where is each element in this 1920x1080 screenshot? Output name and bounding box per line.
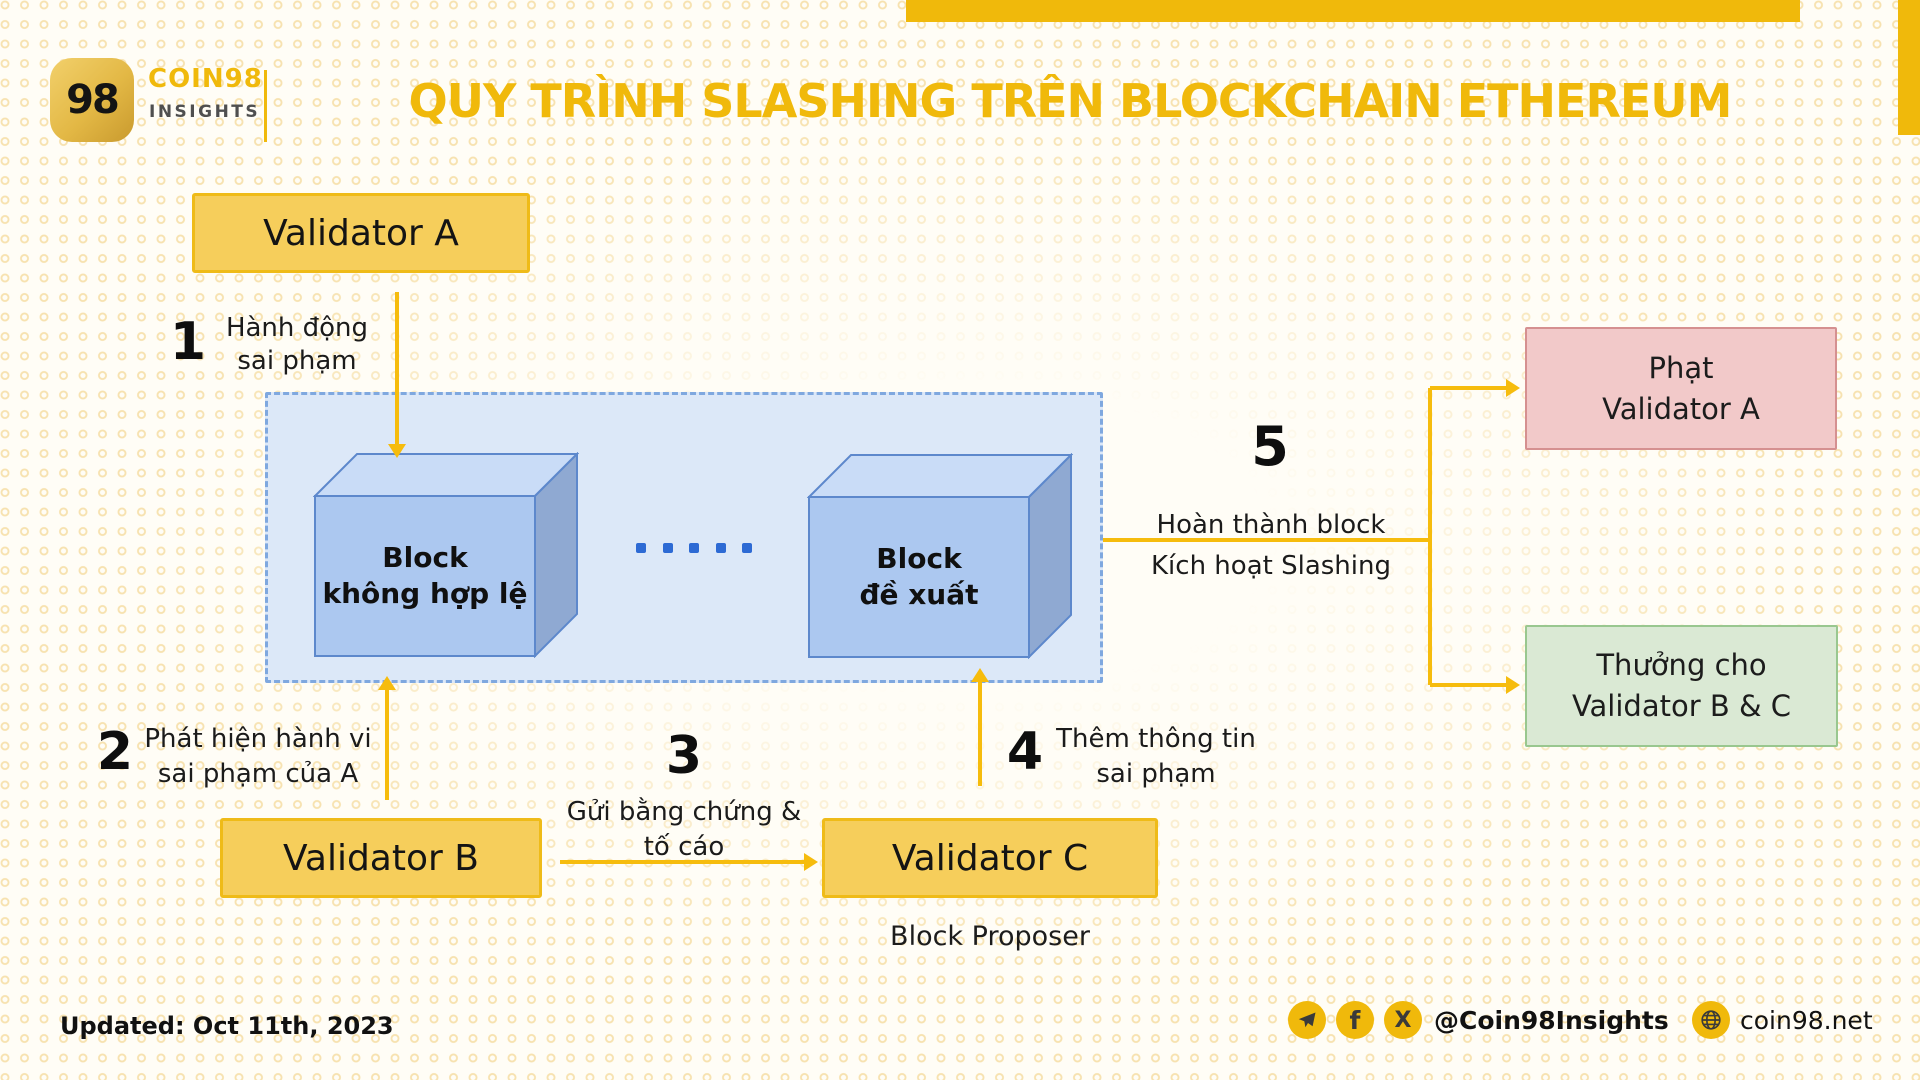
step-3-label: Gửi bằng chứng & tố cáo — [566, 797, 802, 862]
globe-icon[interactable] — [1692, 1001, 1730, 1039]
step-1-label: Hành động sai phạm — [225, 313, 369, 376]
penalty-validator-a-box: Phạt Validator A — [1525, 327, 1837, 450]
coin98-logo-mark: 98 — [66, 77, 120, 123]
validator-c-box: Validator C — [822, 818, 1158, 898]
proposed-block-label: Block đề xuất — [809, 497, 1029, 657]
step-3-number: 3 — [665, 726, 703, 786]
website-link[interactable]: coin98.net — [1740, 1006, 1873, 1035]
telegram-icon[interactable] — [1288, 1001, 1326, 1039]
reward-line1: Thưởng cho — [1596, 648, 1767, 682]
validator-b-label: Validator B — [283, 837, 479, 879]
facebook-icon[interactable]: f — [1336, 1001, 1374, 1039]
social-handle[interactable]: @Coin98Insights — [1434, 1006, 1669, 1035]
invalid-block-label-line2: không hợp lệ — [322, 577, 528, 610]
validator-a-label: Validator A — [263, 212, 459, 254]
chain-ellipsis — [636, 543, 752, 553]
coin98-logo: 98 — [50, 58, 134, 142]
step-2-number: 2 — [96, 722, 134, 782]
right-accent-bar — [1898, 0, 1920, 135]
step-1-number: 1 — [169, 312, 207, 372]
proposed-block-cube — [807, 453, 1073, 659]
penalty-line1: Phạt — [1648, 350, 1714, 385]
step-5-label: Hoàn thành block Kích hoạt Slashing — [1151, 510, 1391, 581]
validator-a-box: Validator A — [192, 193, 530, 273]
validator-c-label: Validator C — [891, 837, 1089, 879]
invalid-block-label: Block không hợp lệ — [315, 496, 535, 656]
step-4-number: 4 — [1006, 722, 1044, 782]
step-5-number: 5 — [1251, 415, 1289, 478]
top-accent-bar — [906, 0, 1800, 22]
brand-subtitle: INSIGHTS — [149, 102, 261, 122]
page-title: QUY TRÌNH SLASHING TRÊN BLOCKCHAIN ETHER… — [408, 74, 1733, 128]
header-divider — [264, 70, 267, 142]
x-twitter-icon[interactable]: X — [1384, 1001, 1422, 1039]
step-4-label: Thêm thông tin sai phạm — [1056, 724, 1256, 789]
block-proposer-caption: Block Proposer — [890, 921, 1090, 952]
brand-name: COIN98 — [148, 64, 263, 94]
reward-validator-bc-box: Thưởng cho Validator B & C — [1525, 625, 1838, 747]
penalty-line2: Validator A — [1602, 391, 1760, 426]
proposed-block-label-line2: đề xuất — [859, 578, 979, 611]
invalid-block-label-line1: Block — [382, 541, 468, 574]
invalid-block-cube — [313, 452, 579, 658]
validator-b-box: Validator B — [220, 818, 542, 898]
proposed-block-label-line1: Block — [876, 542, 962, 575]
reward-line2: Validator B & C — [1571, 689, 1792, 723]
updated-date: Updated: Oct 11th, 2023 — [60, 1012, 394, 1040]
step-2-label: Phát hiện hành vi sai phạm của A — [144, 724, 372, 789]
